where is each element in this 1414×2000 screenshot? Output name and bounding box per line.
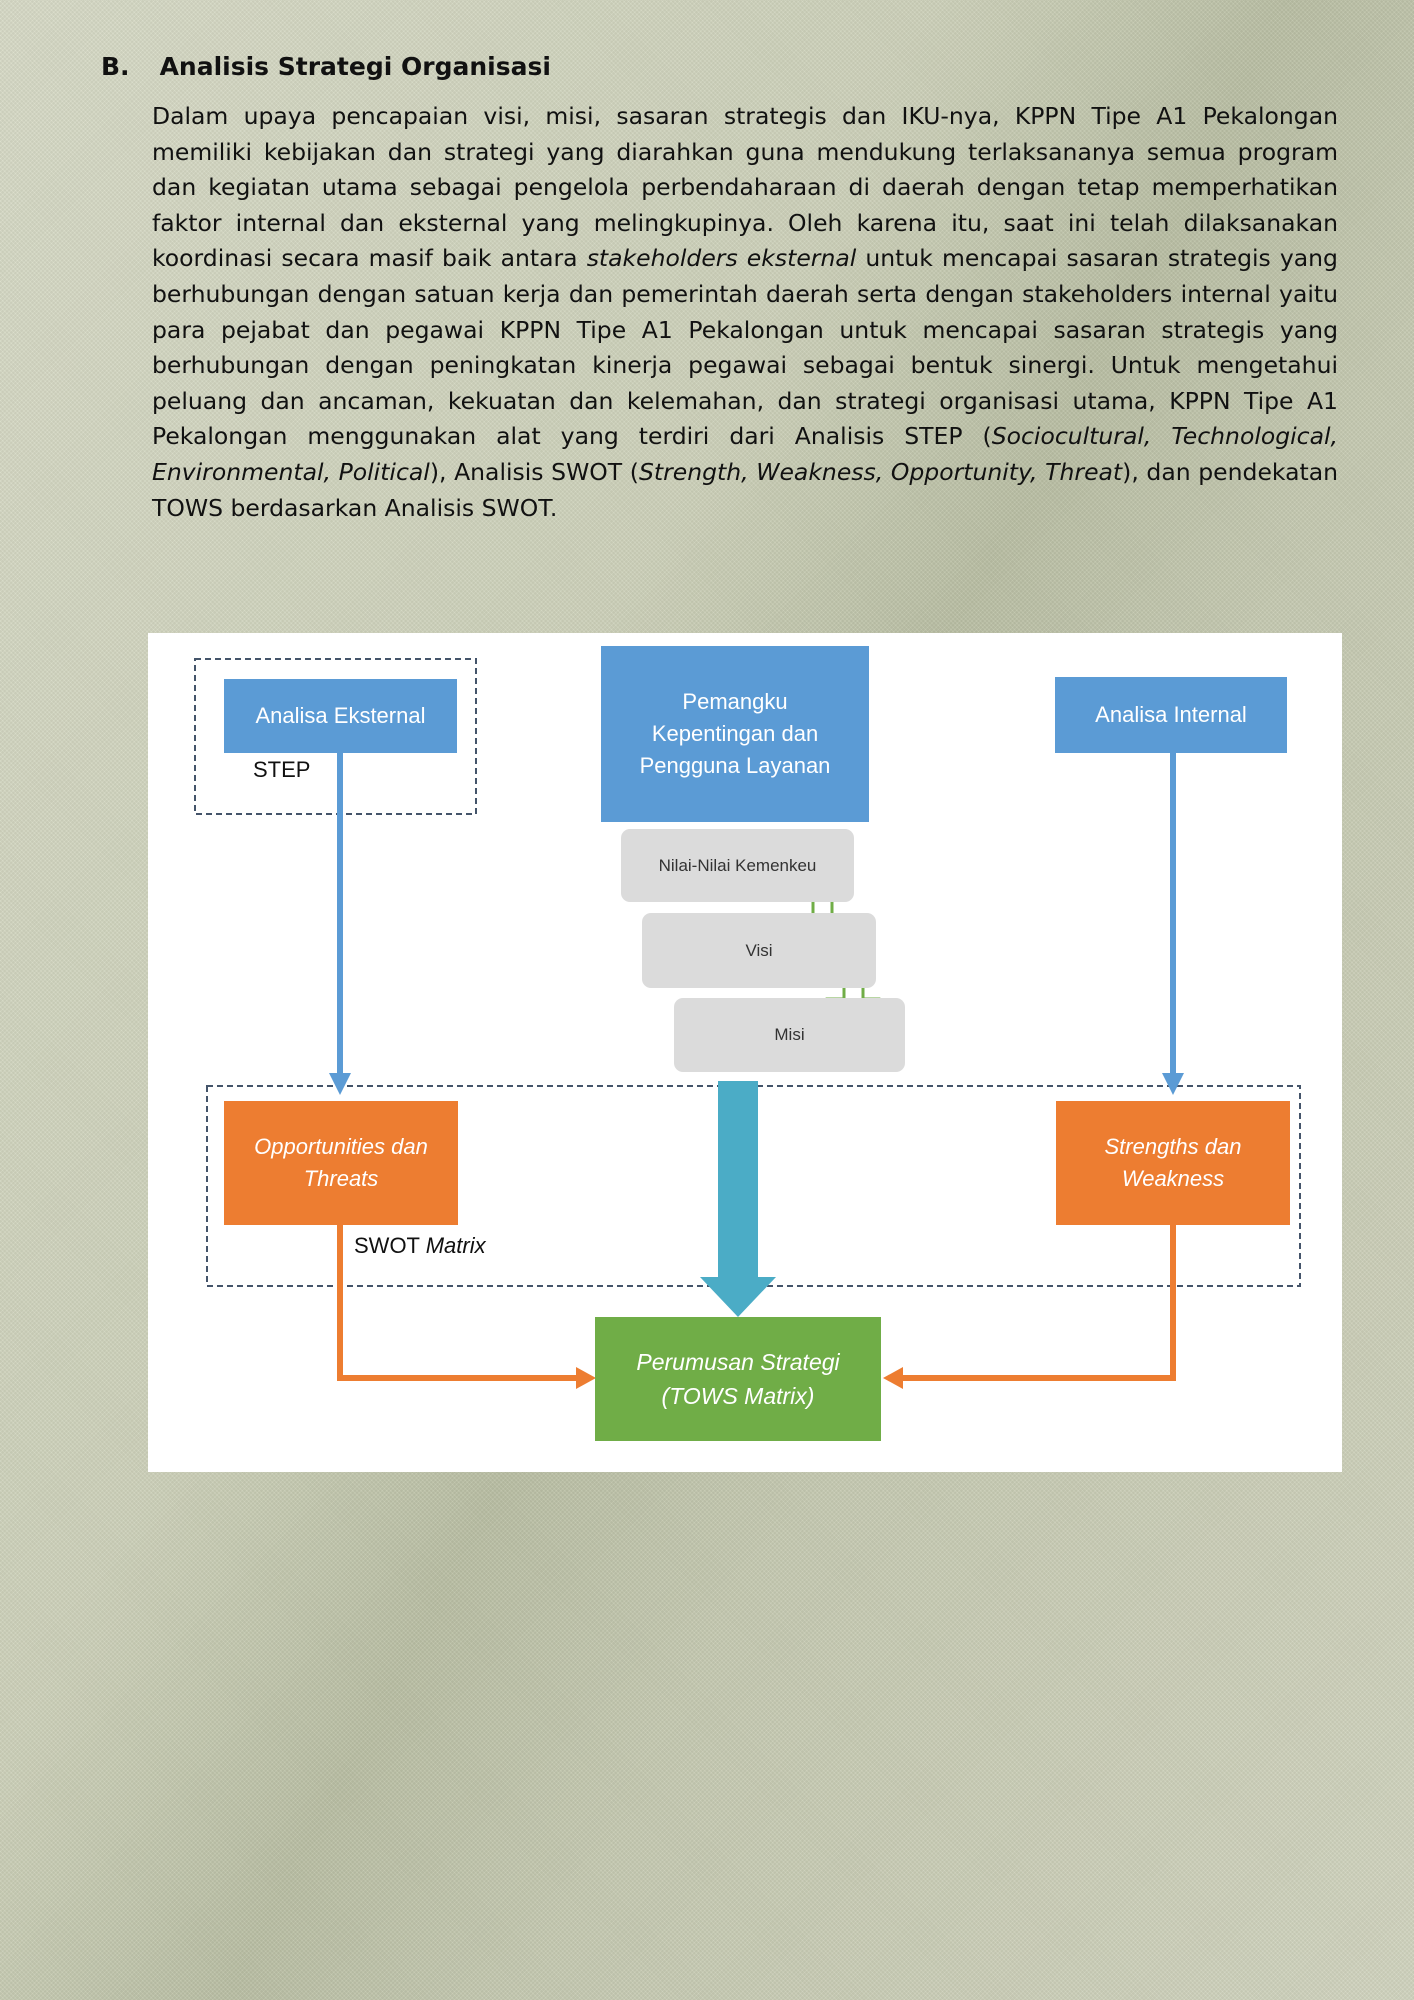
paragraph-italic-swot: Strength, Weakness, Opportunity, Threat xyxy=(638,457,1123,486)
opportunities-threats-box: Opportunities dan Threats xyxy=(224,1101,458,1225)
opportunities-arrow-head xyxy=(576,1367,596,1389)
mission-box: Misi xyxy=(674,998,905,1072)
internal-analysis-box: Analisa Internal xyxy=(1055,677,1287,753)
stakeholder-box: Pemangku Kepentingan dan Pengguna Layana… xyxy=(601,646,869,822)
strengths-arrow-head xyxy=(883,1367,903,1389)
section-title: Analisis Strategi Organisasi xyxy=(159,52,551,81)
center-arrow-head xyxy=(700,1277,776,1317)
swot-matrix-label: SWOT Matrix xyxy=(354,1233,486,1258)
external-analysis-box: Analisa Eksternal xyxy=(224,679,457,753)
body-paragraph: Dalam upaya pencapaian visi, misi, sasar… xyxy=(152,99,1338,526)
paragraph-italic-step: Sociocultural, Technological, Environmen… xyxy=(152,422,1338,486)
section-heading: B. Analisis Strategi Organisasi xyxy=(101,52,551,81)
vision-box: Visi xyxy=(642,913,876,988)
internal-arrow-head xyxy=(1162,1073,1184,1095)
paragraph-text-4: ), dan pendekatan TOWS berdasarkan Anali… xyxy=(152,457,1339,522)
step-label: STEP xyxy=(253,757,311,782)
values-box: Nilai-Nilai Kemenkeu xyxy=(621,829,854,902)
paragraph-italic-stakeholders: stakeholders eksternal xyxy=(586,244,857,273)
external-arrow-head xyxy=(329,1073,351,1095)
strategy-formulation-box: Perumusan Strategi (TOWS Matrix) xyxy=(595,1317,881,1441)
strengths-arrow-line xyxy=(903,1225,1176,1381)
strategy-diagram: Analisa Eksternal STEP Pemangku Kepentin… xyxy=(148,633,1342,1472)
step-dashed-frame xyxy=(194,658,477,815)
section-number: B. xyxy=(101,52,130,81)
swot-dashed-frame xyxy=(206,1085,1301,1287)
paragraph-text-1: Dalam upaya pencapaian visi, misi, sasar… xyxy=(152,102,1338,273)
center-arrow-shaft xyxy=(718,1081,758,1277)
paragraph-text-3: ), Analisis SWOT ( xyxy=(429,457,639,486)
opportunities-arrow-line xyxy=(337,1225,576,1381)
strengths-weakness-box: Strengths dan Weakness xyxy=(1056,1101,1290,1225)
paragraph-text-2: untuk mencapai sasaran strategis yang be… xyxy=(152,244,1338,451)
